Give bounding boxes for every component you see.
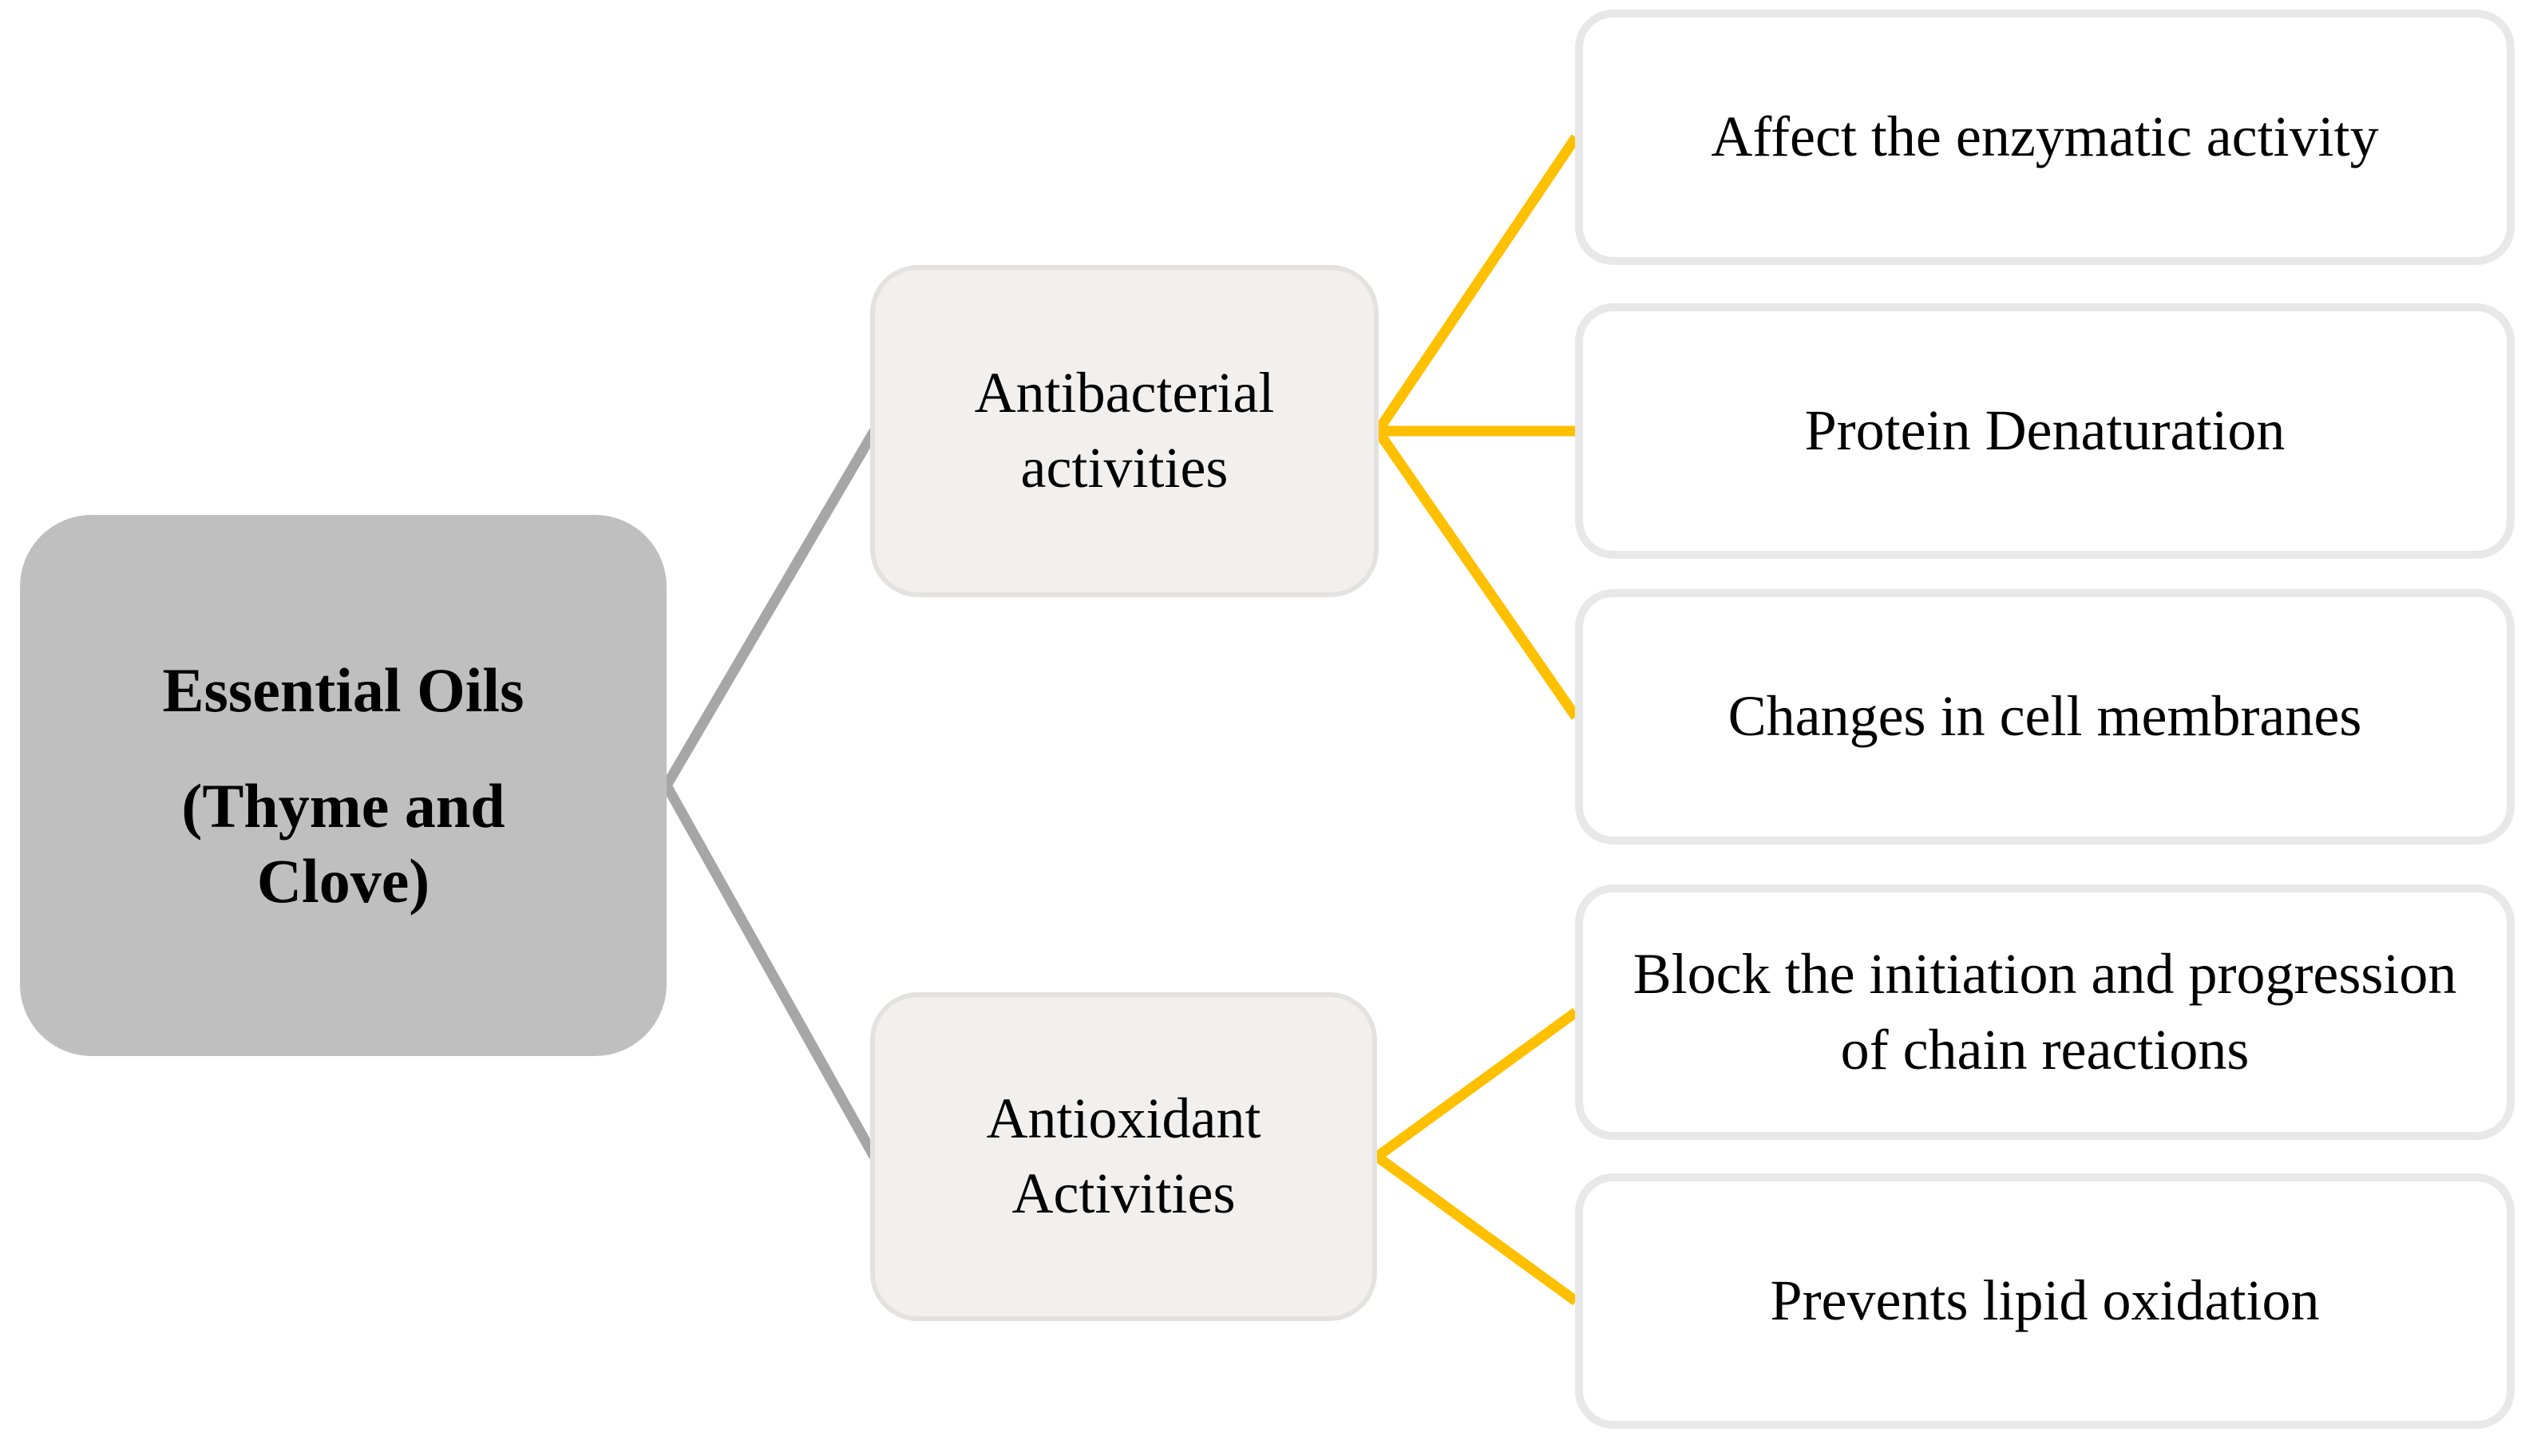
edge-root-to-antibacterial <box>662 428 879 789</box>
node-changes-cell-membranes: Changes in cell membranes <box>1575 589 2515 845</box>
branch-label: Antibacterial activities <box>974 361 1275 500</box>
edge-antioxidant-to-lipid <box>1374 1152 1579 1306</box>
node-essential-oils: Essential Oils (Thyme and Clove) <box>20 515 667 1056</box>
node-antibacterial-activities: Antibacterial activities <box>870 265 1379 597</box>
branch-label: Antioxidant Activities <box>986 1086 1261 1225</box>
node-protein-denaturation: Protein Denaturation <box>1575 303 2515 559</box>
edge-antibacterial-to-membranes <box>1373 428 1581 720</box>
edge-root-to-antioxidant <box>662 782 879 1160</box>
node-prevents-lipid-oxidation: Prevents lipid oxidation <box>1575 1173 2515 1429</box>
edge-antibacterial-to-enzymatic <box>1373 134 1581 434</box>
leaf-label: Prevents lipid oxidation <box>1770 1268 2320 1333</box>
leaf-label: Block the initiation and progression of … <box>1633 941 2457 1082</box>
root-subtitle: (Thyme and Clove) <box>181 771 505 916</box>
leaf-label: Protein Denaturation <box>1804 398 2286 463</box>
edge-antioxidant-to-block <box>1374 1007 1579 1161</box>
node-block-chain-reactions: Block the initiation and progression of … <box>1575 884 2515 1140</box>
node-antioxidant-activities: Antioxidant Activities <box>870 992 1377 1321</box>
leaf-label: Affect the enzymatic activity <box>1711 105 2379 169</box>
leaf-label: Changes in cell membranes <box>1728 684 2362 749</box>
root-title: Essential Oils <box>162 655 524 725</box>
node-affect-enzymatic-activity: Affect the enzymatic activity <box>1575 10 2515 265</box>
